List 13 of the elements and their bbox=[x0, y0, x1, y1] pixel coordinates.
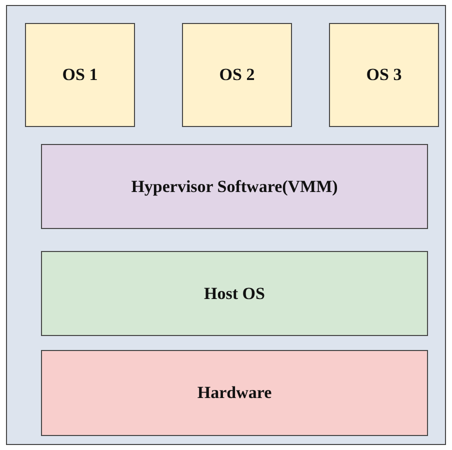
layer-label: Hypervisor Software(VMM) bbox=[131, 176, 338, 196]
os-box bbox=[329, 23, 439, 127]
layer-label: OS 3 bbox=[366, 65, 402, 85]
layer-label: Hardware bbox=[197, 383, 272, 403]
layer-label: Host OS bbox=[204, 284, 265, 304]
os-box bbox=[25, 23, 135, 127]
host-os-layer bbox=[41, 251, 428, 336]
os-box bbox=[182, 23, 292, 127]
hypervisor-layer bbox=[41, 144, 428, 229]
hardware-layer bbox=[41, 350, 428, 436]
layer-label: OS 1 bbox=[62, 65, 98, 85]
outer-panel bbox=[6, 5, 446, 445]
layer-label: OS 2 bbox=[219, 65, 255, 85]
